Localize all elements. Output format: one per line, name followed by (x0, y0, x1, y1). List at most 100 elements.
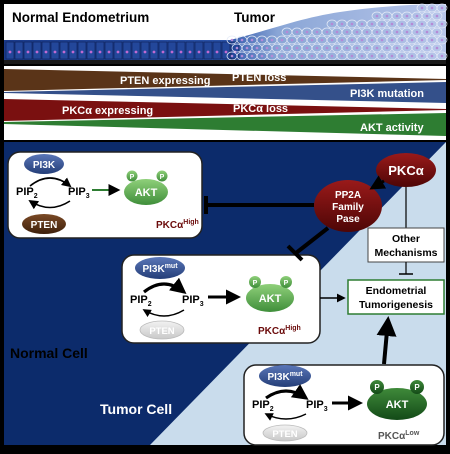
tumor-nucleus (375, 14, 379, 18)
tumor-nucleus (395, 46, 399, 50)
tumor-nucleus (270, 54, 274, 58)
phospho-left-label: P (374, 383, 380, 392)
tumor-nucleus (290, 54, 294, 58)
pip2-label: PIP2 (16, 186, 38, 200)
tumor-nucleus (315, 46, 319, 50)
pip3-label: PIP3 (182, 294, 204, 308)
tumor-nucleus (435, 46, 439, 50)
tumor-nucleus (400, 22, 404, 26)
tumor-nucleus (430, 38, 434, 42)
phospho-right-label: P (160, 174, 165, 181)
phospho-left (370, 380, 384, 394)
cell-nucleus (161, 50, 165, 54)
tumor-nucleus (285, 30, 289, 34)
tumor-nucleus (330, 54, 334, 58)
endometrial-tumorigenesis-box (347, 279, 445, 315)
pten-expressing-label: PTEN expressing (120, 75, 210, 87)
pp2a-node (314, 180, 382, 232)
cell-nucleus (44, 50, 48, 54)
tumor-nucleus (425, 14, 429, 18)
panel-tumor: PI3Kmut PIP2 PIP3 PTEN P P AKT PKCαLow (243, 364, 445, 446)
normal-cell-label: Normal Cell (10, 345, 88, 361)
tumor-nucleus (330, 38, 334, 42)
tumor-cell (431, 27, 443, 37)
pp2a-line1: PP2A (335, 190, 361, 201)
tumor-nucleus (405, 30, 409, 34)
pi3k-node (24, 154, 64, 174)
tumor-nucleus (320, 38, 324, 42)
tumor-nucleus (310, 54, 314, 58)
tumor-nucleus (255, 46, 259, 50)
pip3-label: PIP3 (306, 399, 328, 413)
cell-nucleus (107, 50, 111, 54)
endo-line1: Endometrial (366, 285, 427, 297)
epithelial-cell (149, 41, 159, 60)
cell-nucleus (62, 50, 66, 54)
pkca-high-label: PKCαHigh (258, 325, 301, 337)
pkca-node (376, 153, 436, 187)
normal-endometrium-label: Normal Endometrium (12, 10, 149, 25)
cell-nucleus (8, 50, 12, 54)
cell-nucleus (224, 50, 228, 54)
tumor-nucleus (425, 30, 429, 34)
cell-nucleus (152, 50, 156, 54)
cell-nucleus (26, 50, 30, 54)
tumor-nucleus (420, 6, 424, 10)
akt-label: AKT (135, 187, 158, 199)
tumor-nucleus (385, 30, 389, 34)
tumor-nucleus (435, 14, 439, 18)
tumor-cell (431, 11, 443, 21)
pi3k-mut-node (135, 257, 185, 279)
tumor-nucleus (270, 38, 274, 42)
tumor-nucleus (380, 38, 384, 42)
other-line1: Other (392, 233, 420, 245)
phospho-left (126, 170, 138, 182)
epithelial-cell (131, 41, 141, 60)
epithelial-cell (32, 41, 42, 60)
tumor-nucleus (410, 38, 414, 42)
epithelial-cell (23, 41, 33, 60)
tumor-nucleus (365, 46, 369, 50)
phospho-right-label: P (284, 280, 289, 287)
pip3-label: PIP3 (68, 186, 90, 200)
tumor-nucleus (305, 30, 309, 34)
cell-nucleus (188, 50, 192, 54)
membrane-line (4, 60, 446, 64)
epithelial-cell (50, 41, 60, 60)
akt-activity-label: AKT activity (360, 122, 424, 134)
tumor-nucleus (240, 54, 244, 58)
tumor-nucleus (280, 38, 284, 42)
cell-nucleus (80, 50, 84, 54)
tumor-nucleus (440, 54, 444, 58)
tumor-nucleus (355, 30, 359, 34)
tumor-nucleus (295, 46, 299, 50)
tumor-cell (436, 35, 448, 45)
epithelial-cell (212, 41, 222, 60)
tumor-nucleus (385, 46, 389, 50)
tumor-nucleus (425, 46, 429, 50)
tumor-nucleus (265, 46, 269, 50)
tumor-nucleus (395, 30, 399, 34)
epithelial-cell (77, 41, 87, 60)
tumor-nucleus (415, 46, 419, 50)
tumor-nucleus (260, 54, 264, 58)
epithelial-cell (86, 41, 96, 60)
tumor-cell-label: Tumor Cell (100, 401, 172, 417)
tumor-nucleus (335, 46, 339, 50)
tumor-nucleus (390, 54, 394, 58)
cell-nucleus (89, 50, 93, 54)
pi3k-arrow-strong (265, 384, 309, 400)
phospho-right-label: P (414, 383, 420, 392)
tumor-nucleus (315, 30, 319, 34)
cell-nucleus (143, 50, 147, 54)
cell-grid (5, 3, 448, 61)
tumor-nucleus (370, 54, 374, 58)
akt-node (246, 284, 294, 312)
cell-nucleus (170, 50, 174, 54)
tumor-nucleus (385, 14, 389, 18)
tumor-nucleus (380, 22, 384, 26)
cell-nucleus (71, 50, 75, 54)
tumor-nucleus (275, 46, 279, 50)
cell-nucleus (206, 50, 210, 54)
tumor-nucleus (330, 22, 334, 26)
